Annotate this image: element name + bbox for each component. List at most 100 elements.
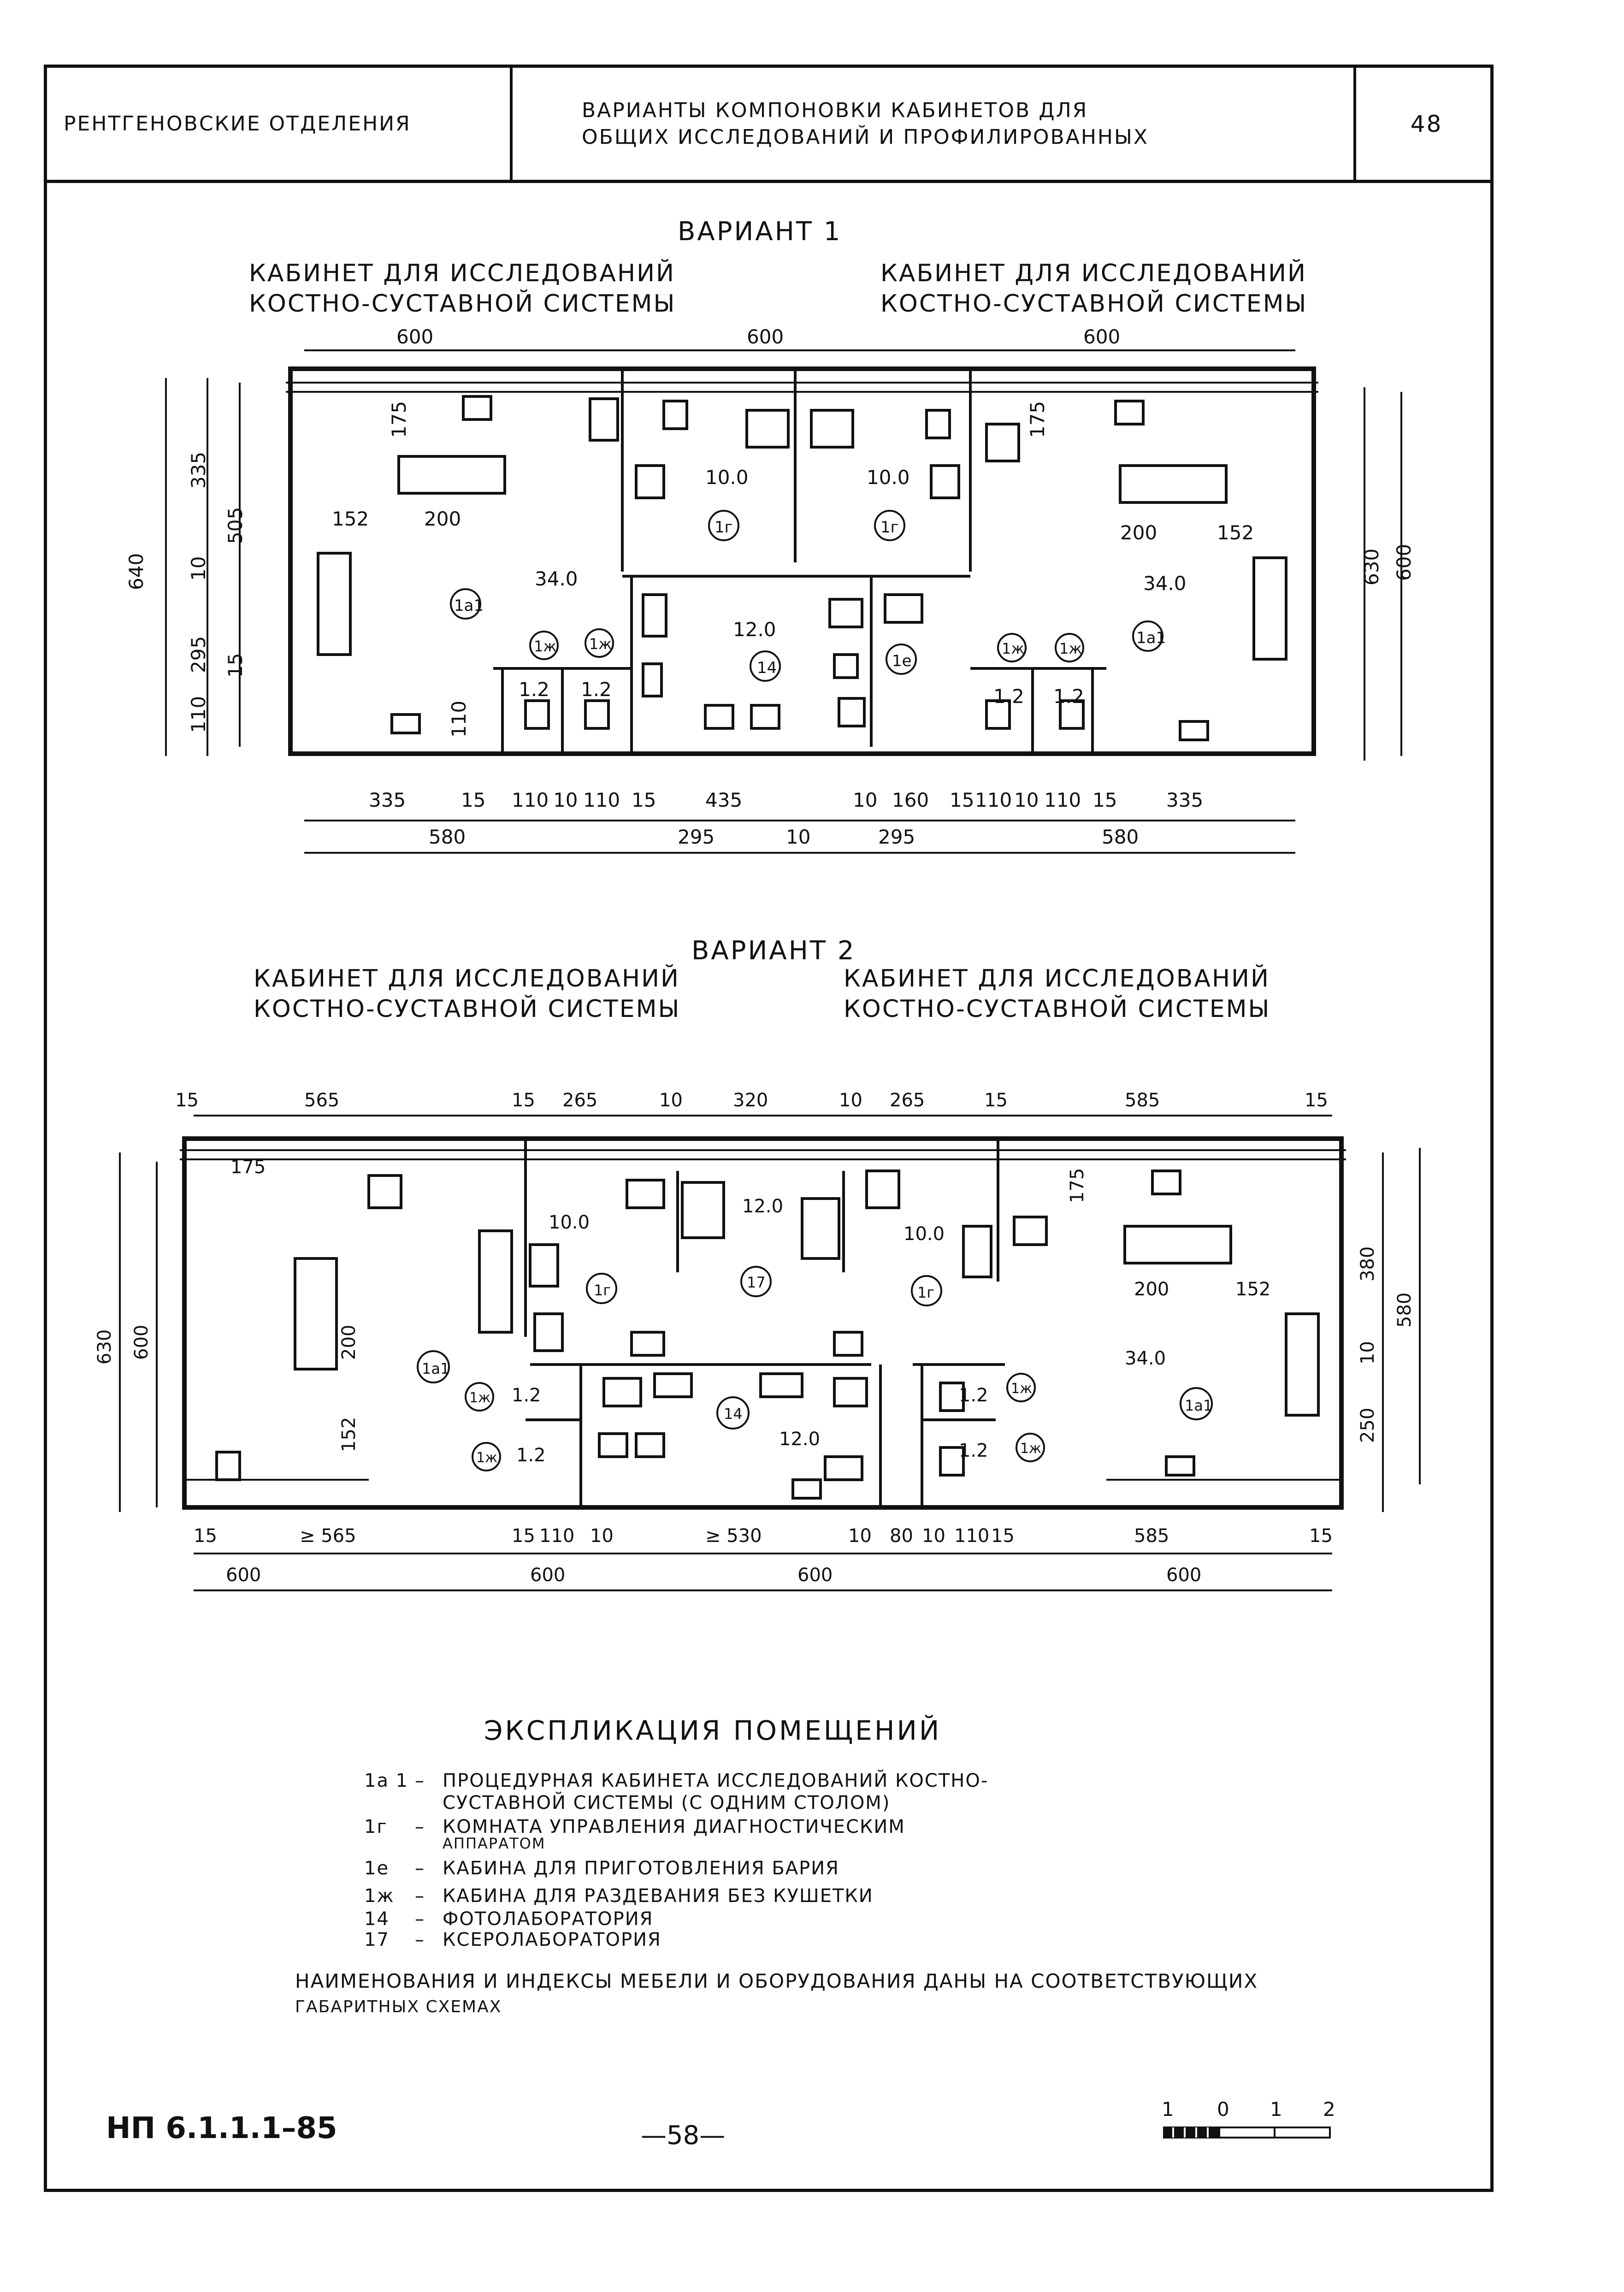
v1-inner-dim-175-right: 175 — [1026, 401, 1049, 438]
v2-room-1zh-1: 1ж — [469, 1390, 490, 1406]
v2-area-17: 12.0 — [742, 1196, 783, 1217]
v2-area-cabin-1: 1.2 — [512, 1385, 541, 1406]
v2-top-dim-4: 265 — [562, 1090, 597, 1111]
item-dash: – — [415, 1816, 425, 1837]
v2-inner-dim-200-left: 200 — [338, 1325, 360, 1360]
v1-room-1zh-3: 1ж — [1002, 640, 1024, 657]
v1-top-dim-1: 600 — [396, 325, 433, 348]
item-dash: – — [415, 1858, 425, 1879]
item-dash: – — [415, 1929, 425, 1950]
v2-area-1g-left: 10.0 — [549, 1212, 590, 1233]
item-text: КОМНАТА УПРАВЛЕНИЯ ДИАГНОСТИЧЕСКИМ — [443, 1816, 905, 1837]
v1-bottom-dim-6: 15 — [632, 789, 656, 811]
scale-label-1: 1 — [1162, 2098, 1174, 2121]
variant-2-cabinet-left-label: КАБИНЕТ ДЛЯ ИССЛЕДОВАНИЙ КОСТНО-СУСТАВНО… — [254, 963, 681, 1024]
v1-table-left — [397, 455, 506, 495]
variant-2-title: ВАРИАНТ 2 — [691, 936, 856, 966]
v1-top-dim-3: 600 — [1083, 325, 1120, 348]
v1-room-1e: 1е — [892, 652, 912, 670]
v2-room-1a1-right: 1а1 — [1185, 1397, 1212, 1414]
v2-table-right — [1123, 1225, 1232, 1264]
v2-area-1g-right: 10.0 — [904, 1223, 945, 1245]
variant-2-cabinet-right-label: КАБИНЕТ ДЛЯ ИССЛЕДОВАНИЙ КОСТНО-СУСТАВНО… — [844, 963, 1271, 1024]
v2-bottom-dim-10: 110 — [954, 1525, 989, 1547]
v2-top-dim-10: 585 — [1125, 1090, 1160, 1111]
explication-item: 17–КСЕРОЛАБОРАТОРИЯ — [364, 1929, 661, 1950]
v2-area-cabin-4: 1.2 — [959, 1440, 988, 1461]
explication-title: ЭКСПЛИКАЦИЯ ПОМЕЩЕНИЙ — [484, 1715, 942, 1746]
scale-bar: 1 0 1 2 — [1162, 2098, 1335, 2138]
explication-item: 1е–КАБИНА ДЛЯ ПРИГОТОВЛЕНИЯ БАРИЯ — [364, 1858, 839, 1879]
v1-bottom-dim-1: 335 — [369, 789, 406, 811]
v1-inner-dim-200-left: 200 — [424, 508, 461, 530]
v2-area-1a1-right: 34.0 — [1125, 1348, 1166, 1369]
v1-inner-dim-152-right: 152 — [1217, 521, 1254, 544]
v1-room-1a1-right: 1а1 — [1136, 629, 1166, 647]
v2-bottom-dim-12: 585 — [1134, 1525, 1169, 1547]
v2-bottom-dim-9: 10 — [922, 1525, 945, 1547]
v2-room-17: 17 — [747, 1274, 766, 1291]
v2-top-dim-1: 15 — [175, 1090, 199, 1111]
explication-item: 1г–КОМНАТА УПРАВЛЕНИЯ ДИАГНОСТИЧЕСКИМ — [364, 1816, 905, 1837]
v1-bottom-dim2-1: 580 — [429, 826, 466, 848]
note-line-1: НАИМЕНОВАНИЯ И ИНДЕКСЫ МЕБЕЛИ И ОБОРУДОВ… — [295, 1970, 1258, 1992]
v1-room-14: 14 — [757, 659, 777, 677]
cabinet-right-line-1: КАБИНЕТ ДЛЯ ИССЛЕДОВАНИЙ — [880, 260, 1307, 287]
cabinet-left-line-1: КАБИНЕТ ДЛЯ ИССЛЕДОВАНИЙ — [249, 260, 675, 287]
v2-right-dim-250: 250 — [1357, 1408, 1378, 1443]
v2-right-dim-380: 380 — [1357, 1246, 1378, 1282]
v1-area-1a1-left: 34.0 — [535, 567, 578, 590]
v1-bottom-dim-9: 160 — [892, 789, 929, 811]
v1-room-1g-left: 1г — [715, 518, 733, 537]
v2-inner-dim-175-left: 175 — [230, 1157, 266, 1178]
variant-1-title: ВАРИАНТ 1 — [678, 217, 842, 247]
explication-list: 1а 1–ПРОЦЕДУРНАЯ КАБИНЕТА ИССЛЕДОВАНИЙ К… — [364, 1770, 1194, 2001]
v1-bottom-dim-8: 10 — [853, 789, 877, 811]
v2-room-1a1-left: 1а1 — [422, 1360, 449, 1377]
explication-item-continuation: АППАРАТОМ — [443, 1835, 546, 1852]
variant-2-plan: 15 565 15 265 10 320 10 265 15 585 15 63… — [94, 1090, 1421, 1591]
cabinet-right-line-2: КОСТНО-СУСТАВНОЙ СИСТЕМЫ — [844, 995, 1271, 1023]
v1-room-1g-right: 1г — [880, 518, 899, 537]
v2-room-1zh-4: 1ж — [1020, 1441, 1041, 1457]
v1-left-dim-15: 15 — [224, 653, 247, 678]
cabinet-left-line-2: КОСТНО-СУСТАВНОЙ СИСТЕМЫ — [254, 995, 681, 1023]
document-code: НП 6.1.1.1–85 — [106, 2111, 337, 2145]
v2-bottom-dim-8: 80 — [890, 1525, 913, 1547]
v1-inner-dim-200-right: 200 — [1120, 521, 1157, 544]
v2-room-1zh-2: 1ж — [476, 1450, 497, 1466]
v1-left-dim-295: 295 — [187, 636, 210, 673]
v1-inner-dim-110: 110 — [448, 701, 470, 738]
v2-left-dim-600: 600 — [131, 1325, 152, 1360]
v1-bottom-dim2-5: 580 — [1102, 826, 1139, 848]
v2-top-dim-5: 10 — [659, 1090, 683, 1111]
sheet-title-line-2: ОБЩИХ ИССЛЕДОВАНИЙ И ПРОФИЛИРОВАННЫХ — [582, 125, 1149, 149]
item-code: 1ж — [364, 1885, 395, 1907]
item-code: 14 — [364, 1908, 390, 1930]
cabinet-right-line-2: КОСТНО-СУСТАВНОЙ СИСТЕМЫ — [880, 290, 1308, 318]
v1-left-dim-640: 640 — [125, 553, 148, 590]
v2-inner-dim-200-right: 200 — [1134, 1279, 1169, 1300]
v2-top-dim-8: 265 — [890, 1090, 925, 1111]
v1-area-cabin-2: 1.2 — [581, 678, 612, 701]
v2-area-cabin-3: 1.2 — [959, 1385, 988, 1406]
item-dash: – — [415, 1770, 425, 1791]
v1-bottom-dim2-4: 295 — [878, 826, 915, 848]
v2-bottom-dim-13: 15 — [1309, 1525, 1333, 1547]
v1-bottom-dim-12: 10 — [1014, 789, 1039, 811]
v2-top-dim-6: 320 — [733, 1090, 768, 1111]
v2-area-14: 12.0 — [779, 1429, 820, 1450]
v1-left-dim-110: 110 — [187, 696, 210, 733]
v1-bottom-dim-5: 110 — [583, 789, 620, 811]
v2-room-14: 14 — [724, 1405, 743, 1423]
v1-bottom-dim-3: 110 — [512, 789, 549, 811]
v1-left-dim-10: 10 — [187, 556, 210, 581]
sheet-title: ВАРИАНТЫ КОМПОНОВКИ КАБИНЕТОВ ДЛЯ ОБЩИХ … — [513, 68, 1356, 180]
item-code: 1е — [364, 1858, 390, 1879]
cabinet-left-line-2: КОСТНО-СУСТАВНОЙ СИСТЕМЫ — [249, 290, 676, 318]
v1-top-dim-2: 600 — [747, 325, 784, 348]
v1-bottom-dim-2: 15 — [461, 789, 485, 811]
drawing-sheet: РЕНТГЕНОВСКИЕ ОТДЕЛЕНИЯ ВАРИАНТЫ КОМПОНО… — [44, 65, 1494, 2192]
v2-bottom-dim-4: 110 — [539, 1525, 574, 1547]
v1-bottom-dim-15: 335 — [1166, 789, 1203, 811]
